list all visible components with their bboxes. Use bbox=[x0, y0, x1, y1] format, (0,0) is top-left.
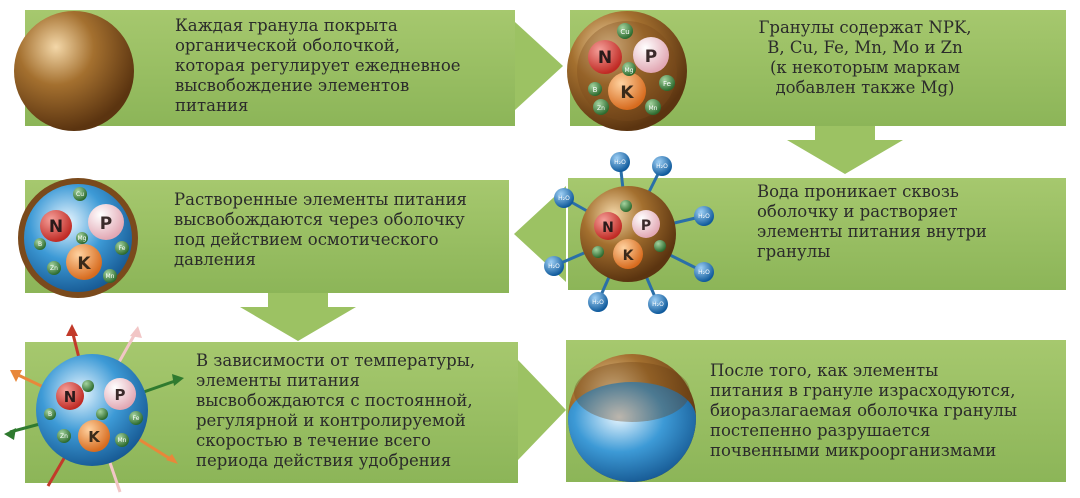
arrow-down-1-icon bbox=[787, 126, 903, 174]
arrow-right-2-icon bbox=[518, 360, 566, 460]
svg-text:Fe: Fe bbox=[133, 415, 140, 422]
svg-text:H₂O: H₂O bbox=[652, 301, 664, 308]
svg-text:K: K bbox=[77, 254, 91, 274]
svg-text:P: P bbox=[641, 218, 651, 234]
arrow-down-2-icon bbox=[240, 293, 356, 341]
svg-text:Fe: Fe bbox=[663, 80, 671, 88]
svg-text:N: N bbox=[64, 388, 77, 406]
svg-text:Mg: Mg bbox=[78, 235, 87, 242]
svg-text:N: N bbox=[598, 48, 612, 68]
svg-text:H₂O: H₂O bbox=[558, 195, 570, 202]
svg-text:P: P bbox=[645, 47, 657, 67]
svg-text:B: B bbox=[48, 411, 52, 418]
svg-text:Zn: Zn bbox=[50, 265, 58, 272]
water-penetration-icon: N P K H₂O H₂O H₂O H₂O H₂O H₂O H₂O H₂O bbox=[544, 152, 714, 314]
svg-text:P: P bbox=[115, 386, 126, 404]
empty-granule-icon bbox=[568, 354, 696, 482]
svg-text:Cu: Cu bbox=[76, 191, 84, 198]
granule-with-nutrients-icon: N P K Cu Mg Fe B Zn Mn bbox=[567, 11, 687, 131]
svg-text:H₂O: H₂O bbox=[614, 159, 626, 166]
dissolved-granule-icon: N P K Cu Mg Fe B Zn Mn bbox=[18, 178, 138, 298]
svg-text:K: K bbox=[88, 428, 101, 446]
svg-text:Zn: Zn bbox=[597, 105, 605, 112]
svg-text:H₂O: H₂O bbox=[592, 299, 604, 306]
svg-text:Mn: Mn bbox=[118, 437, 127, 444]
svg-text:Fe: Fe bbox=[119, 245, 126, 252]
step3-text: Вода проникает сквозь оболочку и раствор… bbox=[757, 182, 987, 261]
svg-text:Mg: Mg bbox=[625, 67, 634, 74]
svg-text:N: N bbox=[602, 220, 614, 236]
svg-text:Mn: Mn bbox=[649, 105, 658, 112]
step6-text: После того, как элементы питания в грану… bbox=[710, 361, 1018, 460]
step2-text: Гранулы содержат NPK, B, Cu, Fe, Mn, Mo … bbox=[758, 18, 972, 97]
svg-text:K: K bbox=[620, 83, 634, 103]
coated-granule-icon bbox=[14, 11, 134, 131]
svg-text:N: N bbox=[49, 217, 63, 237]
svg-text:Mn: Mn bbox=[106, 273, 115, 280]
nutrient-release-icon: N P K Fe B Zn Mn bbox=[4, 324, 184, 493]
svg-text:Zn: Zn bbox=[60, 433, 68, 440]
step5-text: В зависимости от температуры, элементы п… bbox=[196, 351, 476, 470]
svg-text:H₂O: H₂O bbox=[548, 263, 560, 270]
svg-text:H₂O: H₂O bbox=[698, 269, 710, 276]
step1-text: Каждая гранула покрыта органической обол… bbox=[175, 16, 461, 115]
svg-text:B: B bbox=[593, 86, 598, 94]
svg-text:Cu: Cu bbox=[620, 28, 629, 36]
svg-text:H₂O: H₂O bbox=[656, 163, 668, 170]
step4-text: Растворенные элементы питания высвобожда… bbox=[174, 190, 467, 269]
svg-text:P: P bbox=[100, 214, 112, 234]
svg-text:B: B bbox=[38, 241, 42, 248]
svg-text:H₂O: H₂O bbox=[698, 213, 710, 220]
svg-text:K: K bbox=[623, 248, 635, 264]
arrow-right-1-icon bbox=[515, 22, 563, 110]
